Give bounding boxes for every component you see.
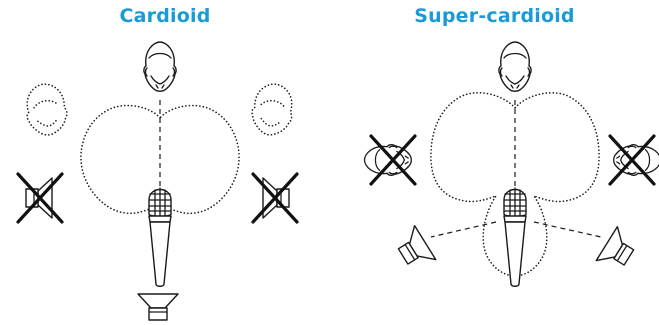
super-cardioid-panel: Super-cardioid	[330, 0, 659, 325]
cardioid-microphone-icon	[148, 187, 172, 287]
cardioid-panel: Cardioid	[119, 5, 211, 27]
speaker-line-right	[533, 221, 602, 238]
cardioid-pattern	[80, 104, 240, 215]
x-mark-left-icon	[16, 172, 64, 224]
super-cardioid-speaker-right-icon	[595, 225, 641, 276]
cardioid-diagram	[16, 41, 299, 321]
super-cardioid-microphone-icon	[503, 187, 527, 287]
listener-head-icon	[143, 41, 177, 92]
cardioid-speaker-left	[16, 172, 64, 224]
cardioid-title: Cardioid	[119, 5, 211, 27]
super-cardioid-diagram	[363, 41, 659, 287]
speaker-line-left	[430, 221, 497, 238]
dotted-head-left-icon	[22, 80, 71, 139]
super-cardioid-title: Super-cardioid	[414, 5, 575, 27]
x-mark-right-icon	[251, 172, 299, 224]
cardioid-rear-speaker-icon	[137, 293, 179, 321]
super-cardioid-head-left	[363, 134, 417, 186]
cardioid-speaker-right	[251, 172, 299, 224]
super-cardioid-head-right	[608, 134, 659, 186]
dotted-head-right-icon	[248, 80, 297, 139]
listener-head-icon	[498, 41, 532, 92]
super-cardioid-speaker-left-icon	[391, 224, 437, 275]
